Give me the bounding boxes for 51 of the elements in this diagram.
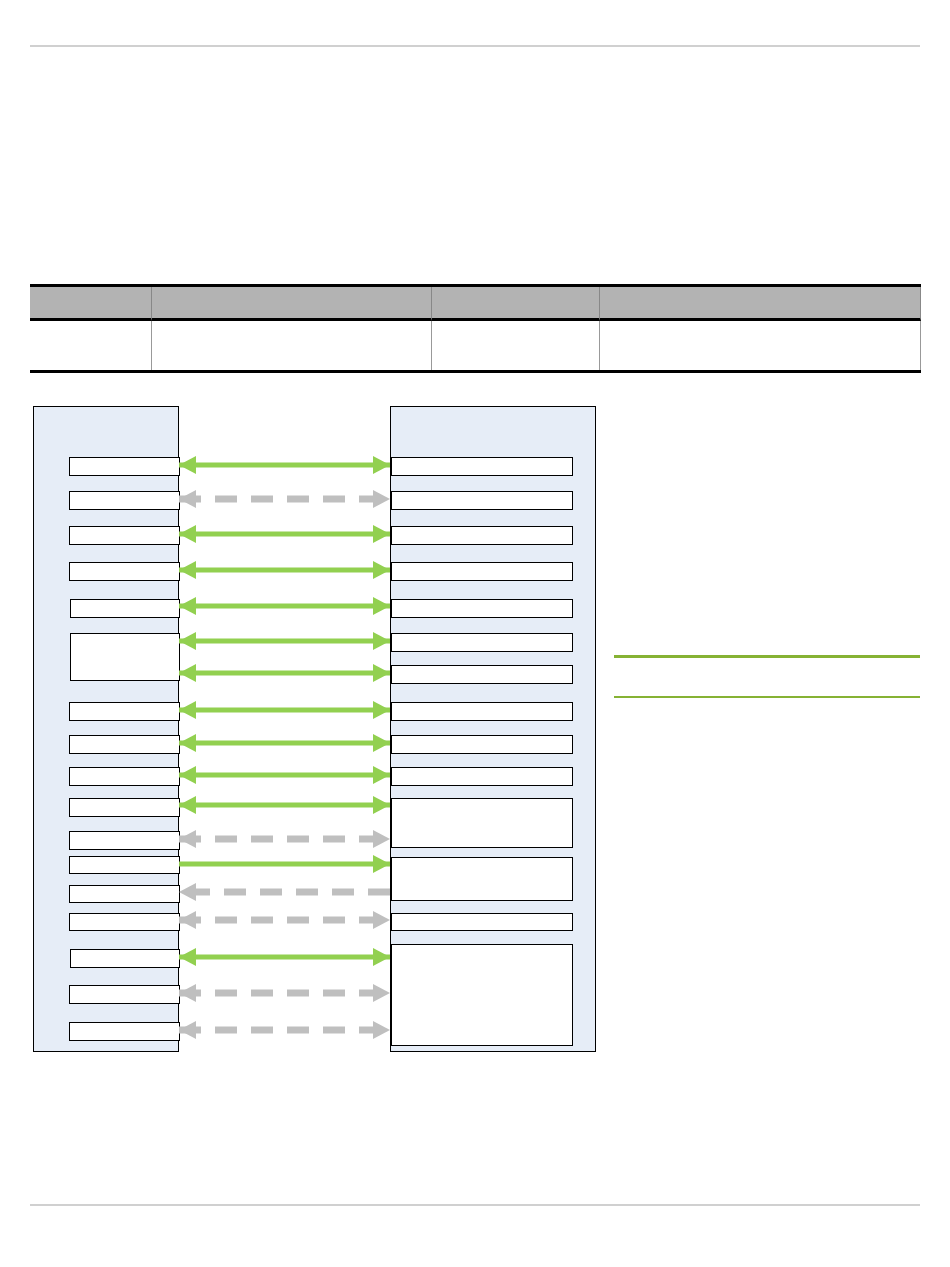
- field-box: [70, 633, 180, 681]
- arrow: [179, 1021, 390, 1039]
- field-box: [391, 599, 573, 618]
- field-box: [69, 831, 180, 850]
- arrow: [179, 830, 390, 848]
- arrow: [179, 597, 390, 615]
- field-box: [69, 702, 180, 721]
- arrow: [179, 701, 390, 719]
- field-box: [69, 767, 180, 786]
- arrow: [179, 766, 390, 784]
- field-box: [70, 599, 180, 618]
- field-box: [391, 913, 573, 931]
- arrow: [179, 796, 390, 814]
- field-box: [69, 1022, 180, 1041]
- field-box: [391, 767, 573, 786]
- arrow: [179, 490, 390, 508]
- field-box: [70, 949, 180, 968]
- field-box: [69, 526, 180, 545]
- field-box: [391, 665, 573, 684]
- arrow: [179, 948, 390, 966]
- field-box: [391, 735, 573, 754]
- field-box: [69, 856, 180, 874]
- arrow: [179, 664, 390, 682]
- system-panel: [390, 406, 596, 1052]
- field-box: [391, 562, 573, 581]
- arrow: [179, 525, 390, 543]
- arrow: [179, 984, 390, 1002]
- arrow: [179, 632, 390, 650]
- field-box: [69, 491, 180, 510]
- arrow: [179, 561, 390, 579]
- field-box: [391, 702, 573, 721]
- field-box: [391, 857, 573, 901]
- arrow: [179, 911, 390, 929]
- field-box: [391, 491, 573, 510]
- field-box: [391, 944, 573, 1046]
- field-box: [69, 562, 180, 581]
- field-box: [391, 798, 573, 848]
- field-box: [391, 526, 573, 545]
- field-box: [69, 735, 180, 754]
- field-box: [391, 457, 573, 476]
- arrow: [179, 883, 390, 901]
- field-box: [391, 633, 573, 652]
- field-box: [69, 985, 180, 1004]
- system-panel: [33, 406, 179, 1052]
- field-box: [69, 913, 180, 931]
- arrow: [179, 734, 390, 752]
- arrow: [179, 855, 390, 873]
- field-box: [69, 457, 180, 476]
- field-box: [69, 798, 180, 817]
- arrow: [179, 456, 390, 474]
- field-box: [69, 885, 180, 903]
